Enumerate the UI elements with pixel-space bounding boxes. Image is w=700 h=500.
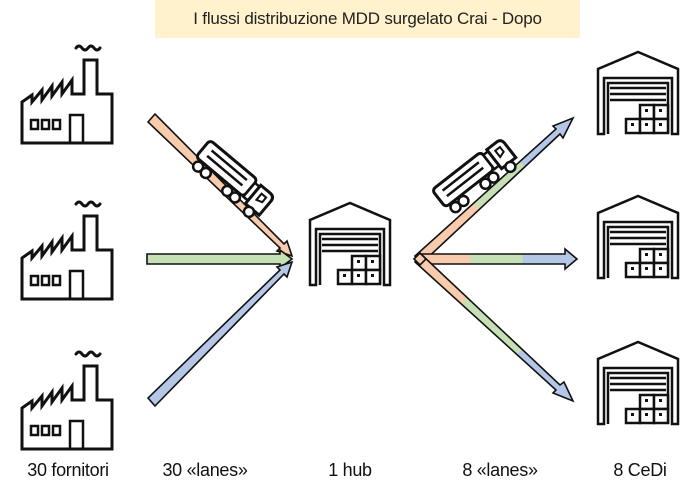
outbound-arrow-middle (419, 247, 579, 271)
inbound-arrow-middle (146, 248, 294, 270)
hub-warehouse-icon (308, 201, 392, 287)
truck-icon (186, 138, 278, 224)
factory-icon (20, 44, 114, 145)
label-inbound-lanes: 30 «lanes» (162, 460, 248, 480)
factory-icon (20, 350, 114, 451)
outbound-arrow-top (413, 116, 575, 265)
outbound-arrow-bottom (413, 253, 575, 403)
inbound-arrow-bottom (146, 260, 294, 408)
cedi-warehouse-icon (596, 340, 680, 426)
title-banner: I flussi distribuzione MDD surgelato Cra… (155, 0, 580, 38)
diagram-title: I flussi distribuzione MDD surgelato Cra… (193, 9, 542, 28)
label-hub: 1 hub (328, 460, 372, 480)
label-outbound-lanes: 8 «lanes» (462, 460, 538, 480)
label-suppliers: 30 fornitori (27, 460, 109, 480)
cedi-warehouse-icon (596, 50, 680, 136)
factory-icon (20, 200, 114, 301)
label-cedi: 8 CeDi (613, 460, 667, 480)
cedi-warehouse-icon (596, 194, 680, 280)
outbound-junction (412, 251, 428, 267)
inbound-arrow-top (146, 112, 294, 258)
